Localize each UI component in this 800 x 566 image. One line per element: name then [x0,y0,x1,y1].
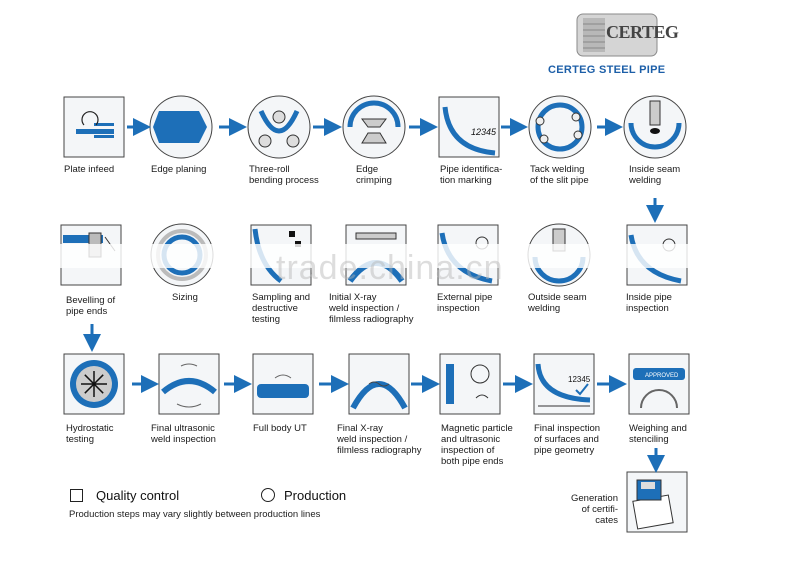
legend-circle-icon [261,488,275,502]
legend-production: Production [284,488,347,503]
step-label: Inside seam welding [629,164,681,186]
step-label: Initial X-ray weld inspection / filmless… [329,292,414,325]
legend-square-icon [70,489,83,502]
legend-quality-control: Quality control [96,488,180,503]
step-label: Plate infeed [64,164,115,175]
step-label: Tack welding of the slit pipe [530,164,589,186]
magnetic-particle-icon [439,353,501,415]
step-label: Final inspection of surfaces and pipe ge… [534,423,601,456]
watermark-band [50,244,750,268]
step-label: Magnetic particle and ultrasonic inspect… [441,423,513,467]
step-label: Generation of certifi- cates [570,493,618,526]
step-label: Outside seam welding [528,292,587,314]
plate-infeed-icon [63,96,125,158]
tack-welding-icon [528,95,592,159]
edge-crimping-icon [342,95,406,159]
stencil-text: APPROVED [645,373,679,379]
step-label: Inside pipe inspection [626,292,672,314]
certificates-icon [626,471,688,533]
production-note: Production steps may vary slightly betwe… [69,509,321,520]
step-label: Final X-ray weld inspection / filmless r… [337,423,422,456]
full-body-ut-icon [252,353,314,415]
brand-name: CERTEG STEEL PIPE [548,64,666,76]
weighing-icon: APPROVED [628,353,690,415]
step-label: Pipe identifica- tion marking [440,164,503,186]
final-inspection-icon: 12345 [533,353,595,415]
step-label: Edge crimping [356,164,392,186]
step-label: Sampling and destructive testing [252,292,311,325]
edge-planing-icon [149,95,213,159]
marking-text: 12345 [471,127,497,137]
three-roll-bending-icon [247,95,311,159]
step-label: Bevelling of pipe ends [66,295,116,317]
step-label: Weighing and stenciling [629,423,687,445]
step-label: Three-roll bending process [249,164,319,186]
pipe-marking-icon: 12345 [438,96,500,158]
final-xray-icon [348,353,410,415]
step-label: Full body UT [253,423,307,434]
step-label: Hydrostatic testing [66,423,114,445]
step-label: Final ultrasonic weld inspection [151,423,216,445]
certeg-logo [576,13,658,57]
step-label: Edge planing [151,164,207,175]
watermark: trade.china.cn [276,249,504,287]
inside-seam-welding-icon [623,95,687,159]
step-label: Sizing [172,292,198,303]
final-ultrasonic-icon [158,353,220,415]
hydrostatic-icon [63,353,125,415]
step-label: External pipe inspection [437,292,493,314]
logo-text: CERTEG [606,22,679,42]
geometry-marking-text: 12345 [568,375,591,384]
